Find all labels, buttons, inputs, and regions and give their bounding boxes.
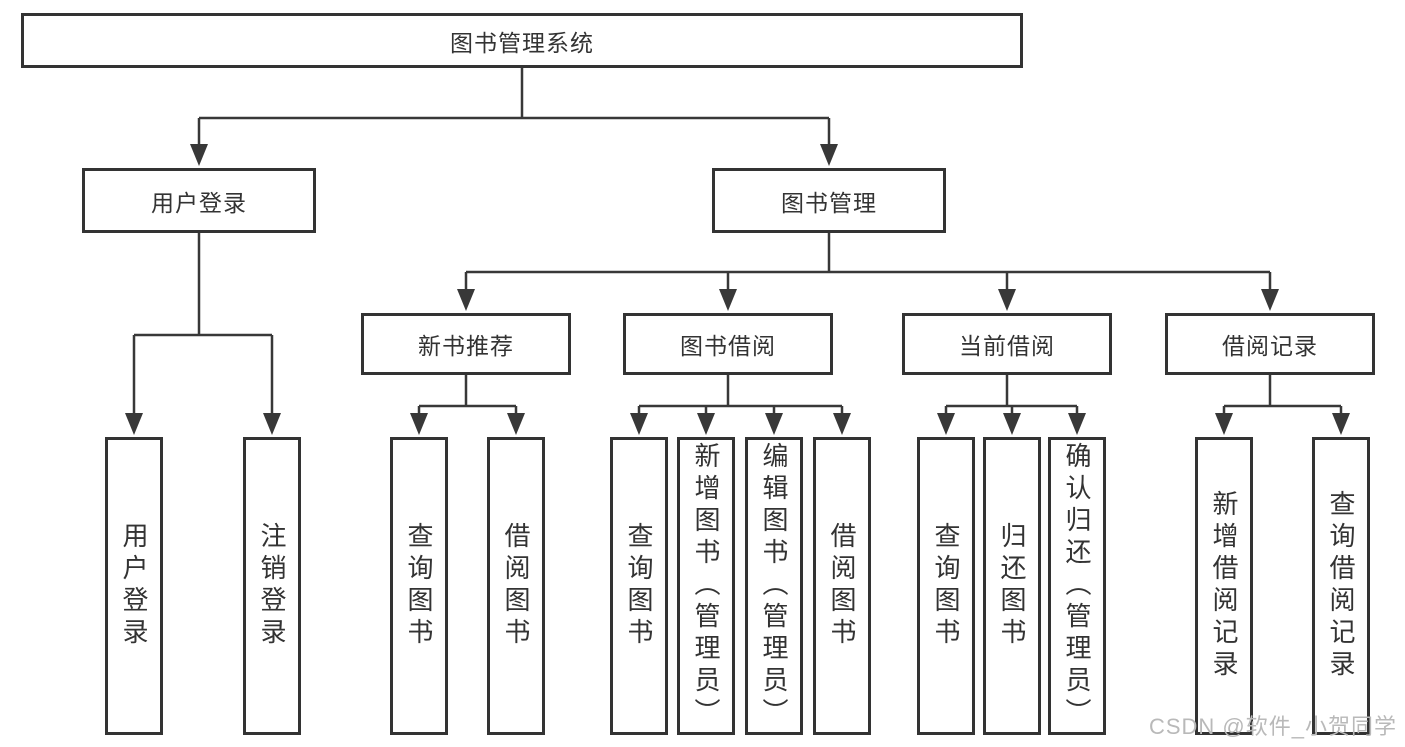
leaf-borrow-books-borrowing: 借阅图书 [813, 437, 871, 735]
node-borrowing-records: 借阅记录 [1165, 313, 1375, 375]
node-label: 图书管理系统 [450, 29, 594, 56]
leaf-query-borrow-record: 查询借阅记录 [1312, 437, 1370, 735]
node-label: 编辑图书（管理员） [759, 442, 789, 730]
csdn-watermark: CSDN @软件_小贺同学 [1148, 714, 1397, 739]
node-label: 借阅记录 [1222, 333, 1318, 359]
node-book-borrowing: 图书借阅 [623, 313, 833, 375]
leaf-edit-book-admin: 编辑图书（管理员） [745, 437, 803, 735]
node-label: 当前借阅 [959, 333, 1055, 359]
node-label: 图书管理 [781, 189, 877, 216]
node-new-book-recommendation: 新书推荐 [361, 313, 571, 375]
node-label: 查询图书 [931, 522, 961, 650]
node-label: 归还图书 [997, 522, 1027, 650]
leaf-logout: 注销登录 [243, 437, 301, 735]
node-label: 用户登录 [151, 189, 247, 216]
node-root-library-system: 图书管理系统 [21, 13, 1023, 68]
leaf-confirm-return-admin: 确认归还（管理员） [1048, 437, 1106, 735]
leaf-query-books-recommend: 查询图书 [390, 437, 448, 735]
node-label: 查询图书 [624, 522, 654, 650]
node-book-management: 图书管理 [712, 168, 946, 233]
node-label: 查询借阅记录 [1326, 490, 1356, 682]
node-label: 查询图书 [404, 522, 434, 650]
node-label: 用户登录 [119, 522, 149, 650]
node-label: 新增借阅记录 [1209, 490, 1239, 682]
node-label: 借阅图书 [501, 522, 531, 650]
node-label: 新增图书（管理员） [691, 442, 721, 730]
leaf-add-borrow-record: 新增借阅记录 [1195, 437, 1253, 735]
leaf-query-books-borrowing: 查询图书 [610, 437, 668, 735]
node-user-login: 用户登录 [82, 168, 316, 233]
leaf-query-books-current: 查询图书 [917, 437, 975, 735]
leaf-return-books: 归还图书 [983, 437, 1041, 735]
node-label: 确认归还（管理员） [1062, 442, 1092, 730]
node-current-borrowing: 当前借阅 [902, 313, 1112, 375]
leaf-user-login: 用户登录 [105, 437, 163, 735]
node-label: 图书借阅 [680, 333, 776, 359]
node-label: 借阅图书 [827, 522, 857, 650]
leaf-borrow-books-recommend: 借阅图书 [487, 437, 545, 735]
leaf-add-book-admin: 新增图书（管理员） [677, 437, 735, 735]
arrowheads [125, 144, 1350, 435]
node-label: 注销登录 [257, 522, 287, 650]
node-label: 新书推荐 [418, 333, 514, 359]
